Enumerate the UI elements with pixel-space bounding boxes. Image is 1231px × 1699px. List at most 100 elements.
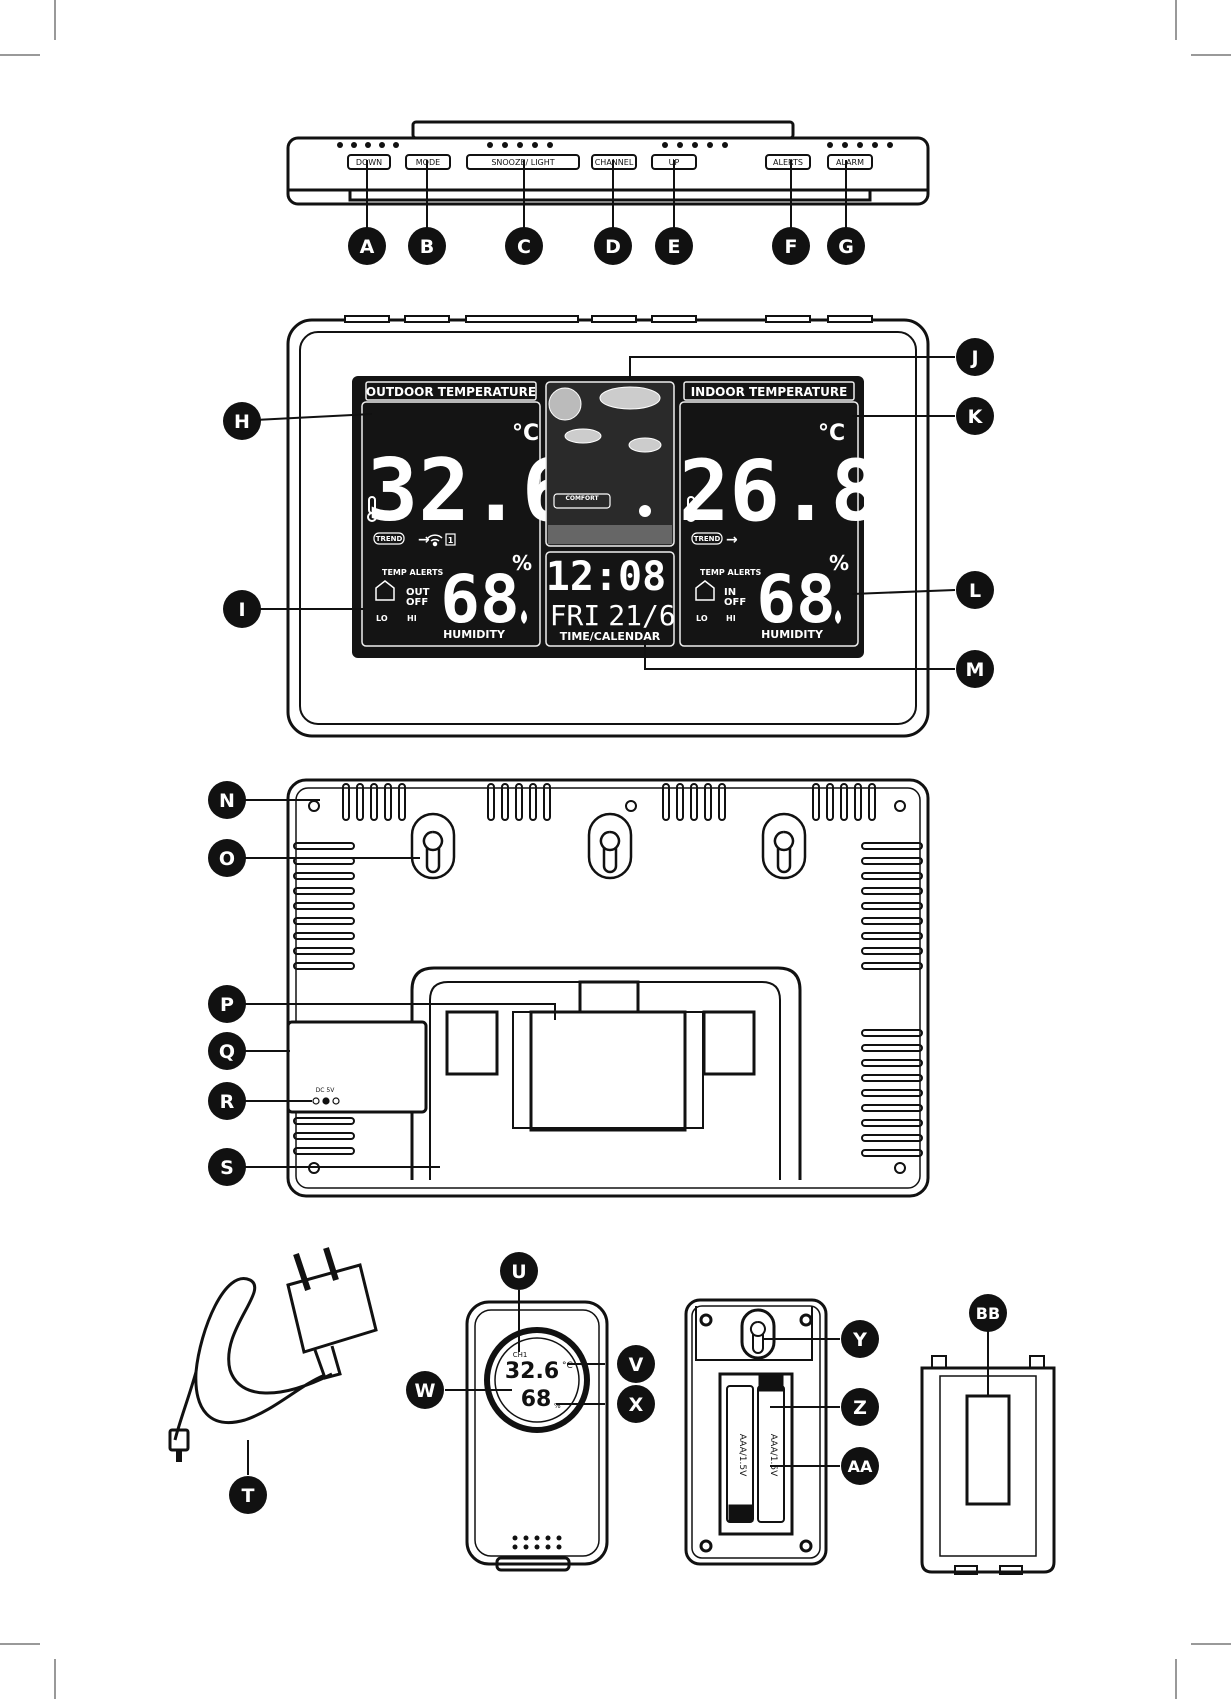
sensor-back bbox=[684, 1298, 828, 1566]
label-p: P bbox=[208, 985, 246, 1023]
top-leaders bbox=[366, 160, 847, 228]
svg-text:K: K bbox=[968, 406, 984, 428]
clock-date: 21/6 bbox=[608, 599, 675, 632]
front-top-buttons bbox=[344, 315, 873, 323]
screws bbox=[308, 800, 906, 1174]
outdoor-humidity-unit: % bbox=[512, 551, 532, 575]
label-bb: BB bbox=[969, 1294, 1007, 1332]
thermometer-icon bbox=[367, 496, 377, 522]
svg-text:Z: Z bbox=[853, 1397, 867, 1419]
alerts-button-label: ALERTS bbox=[773, 158, 803, 167]
svg-text:Q: Q bbox=[219, 1041, 235, 1063]
svg-text:BB: BB bbox=[976, 1304, 1000, 1323]
indoor-humidity-label: HUMIDITY bbox=[761, 628, 824, 641]
indoor-trend: TREND bbox=[694, 535, 721, 543]
indoor-hi-label: HI bbox=[726, 614, 736, 623]
indoor-temp-unit: °C bbox=[818, 421, 845, 446]
flower-icon bbox=[639, 505, 651, 517]
svg-text:G: G bbox=[838, 236, 854, 258]
outdoor-out-label: OUT bbox=[406, 587, 430, 598]
top-view bbox=[286, 120, 930, 206]
label-v: V bbox=[617, 1345, 655, 1383]
alarm-button[interactable]: ALARM bbox=[827, 154, 873, 170]
label-f: F bbox=[772, 227, 810, 265]
back-view bbox=[286, 778, 930, 1198]
alarm-button-label: ALARM bbox=[836, 158, 864, 167]
comfort-label: COMFORT bbox=[565, 495, 599, 502]
outdoor-trend: TREND bbox=[376, 535, 403, 543]
svg-text:U: U bbox=[511, 1261, 526, 1283]
label-b: B bbox=[408, 227, 446, 265]
label-x: X bbox=[617, 1385, 655, 1423]
outdoor-temp-alerts: TEMP ALERTS bbox=[382, 568, 444, 577]
label-s: S bbox=[208, 1148, 246, 1186]
front-view: OUTDOOR TEMPERATURE 32.6 °C TREND → 1 TE… bbox=[286, 315, 930, 738]
front-leaders bbox=[254, 356, 956, 670]
house-icon bbox=[695, 580, 715, 601]
outdoor-title: OUTDOOR TEMPERATURE bbox=[366, 385, 536, 399]
indoor-title: INDOOR TEMPERATURE bbox=[691, 385, 848, 399]
back-top-vents bbox=[342, 783, 876, 821]
indoor-humidity-unit: % bbox=[829, 551, 849, 575]
label-h: H bbox=[223, 402, 261, 440]
outdoor-off-label: OFF bbox=[406, 597, 428, 608]
label-w: W bbox=[406, 1371, 444, 1409]
svg-text:N: N bbox=[219, 790, 235, 812]
droplet-icon bbox=[835, 610, 841, 624]
sensor-temp-unit: °C bbox=[562, 1361, 573, 1371]
down-button[interactable]: DOWN bbox=[347, 154, 391, 170]
thermometer-icon bbox=[686, 496, 696, 522]
sensor-leaders bbox=[445, 1290, 605, 1405]
clock-day: FRI bbox=[550, 599, 601, 632]
svg-text:C: C bbox=[517, 236, 531, 258]
top-vent-dots bbox=[337, 142, 893, 148]
svg-text:I: I bbox=[238, 599, 245, 621]
back-right-vents bbox=[861, 842, 923, 1157]
label-e: E bbox=[655, 227, 693, 265]
label-j: J bbox=[956, 338, 994, 376]
callout-labels: A B C D E F G H I J K L M N O P Q R S T … bbox=[208, 227, 1007, 1514]
svg-text:O: O bbox=[219, 848, 235, 870]
sensor-front bbox=[465, 1300, 609, 1572]
channel-button-label: CHANNEL bbox=[595, 158, 634, 167]
label-n: N bbox=[208, 781, 246, 819]
label-i: I bbox=[223, 590, 261, 628]
trend-arrow-icon: → bbox=[418, 532, 430, 548]
outdoor-hi-label: HI bbox=[407, 614, 417, 623]
svg-text:X: X bbox=[629, 1394, 644, 1416]
alerts-button[interactable]: ALERTS bbox=[765, 154, 811, 170]
sensor-channel: CH1 bbox=[513, 1351, 528, 1359]
dc-label: DC 5V bbox=[316, 1087, 336, 1094]
indoor-lo-label: LO bbox=[696, 614, 708, 623]
cloud-icon bbox=[564, 386, 662, 453]
indoor-off-label: OFF bbox=[724, 597, 746, 608]
channel-number: 1 bbox=[448, 536, 454, 545]
indoor-panel: INDOOR TEMPERATURE 26.8 °C TREND → TEMP … bbox=[679, 381, 881, 647]
outdoor-panel: OUTDOOR TEMPERATURE 32.6 °C TREND → 1 TE… bbox=[361, 381, 574, 647]
label-aa: AA bbox=[841, 1447, 879, 1485]
label-r: R bbox=[208, 1082, 246, 1120]
label-a: A bbox=[348, 227, 386, 265]
label-l: L bbox=[956, 571, 994, 609]
wireless-signal-icon bbox=[427, 534, 443, 547]
svg-text:W: W bbox=[415, 1380, 436, 1402]
svg-text:S: S bbox=[220, 1157, 234, 1179]
back-leaders bbox=[245, 799, 556, 1168]
sensor-vent-dots bbox=[512, 1535, 562, 1550]
label-c: C bbox=[505, 227, 543, 265]
time-calendar-label: TIME/CALENDAR bbox=[560, 630, 661, 643]
svg-text:J: J bbox=[969, 347, 978, 369]
indoor-in-label: IN bbox=[724, 587, 736, 598]
label-z: Z bbox=[841, 1388, 879, 1426]
house-icon bbox=[375, 580, 395, 601]
battery-spec-2: AAA/1.5V bbox=[768, 1434, 778, 1477]
label-t: T bbox=[229, 1476, 267, 1514]
indoor-humidity: 68 bbox=[756, 561, 835, 638]
svg-text:D: D bbox=[605, 236, 621, 258]
down-button-label: DOWN bbox=[356, 158, 382, 167]
battery-compartment bbox=[410, 966, 802, 1180]
svg-text:P: P bbox=[220, 994, 234, 1016]
label-g: G bbox=[827, 227, 865, 265]
svg-text:B: B bbox=[420, 236, 434, 258]
